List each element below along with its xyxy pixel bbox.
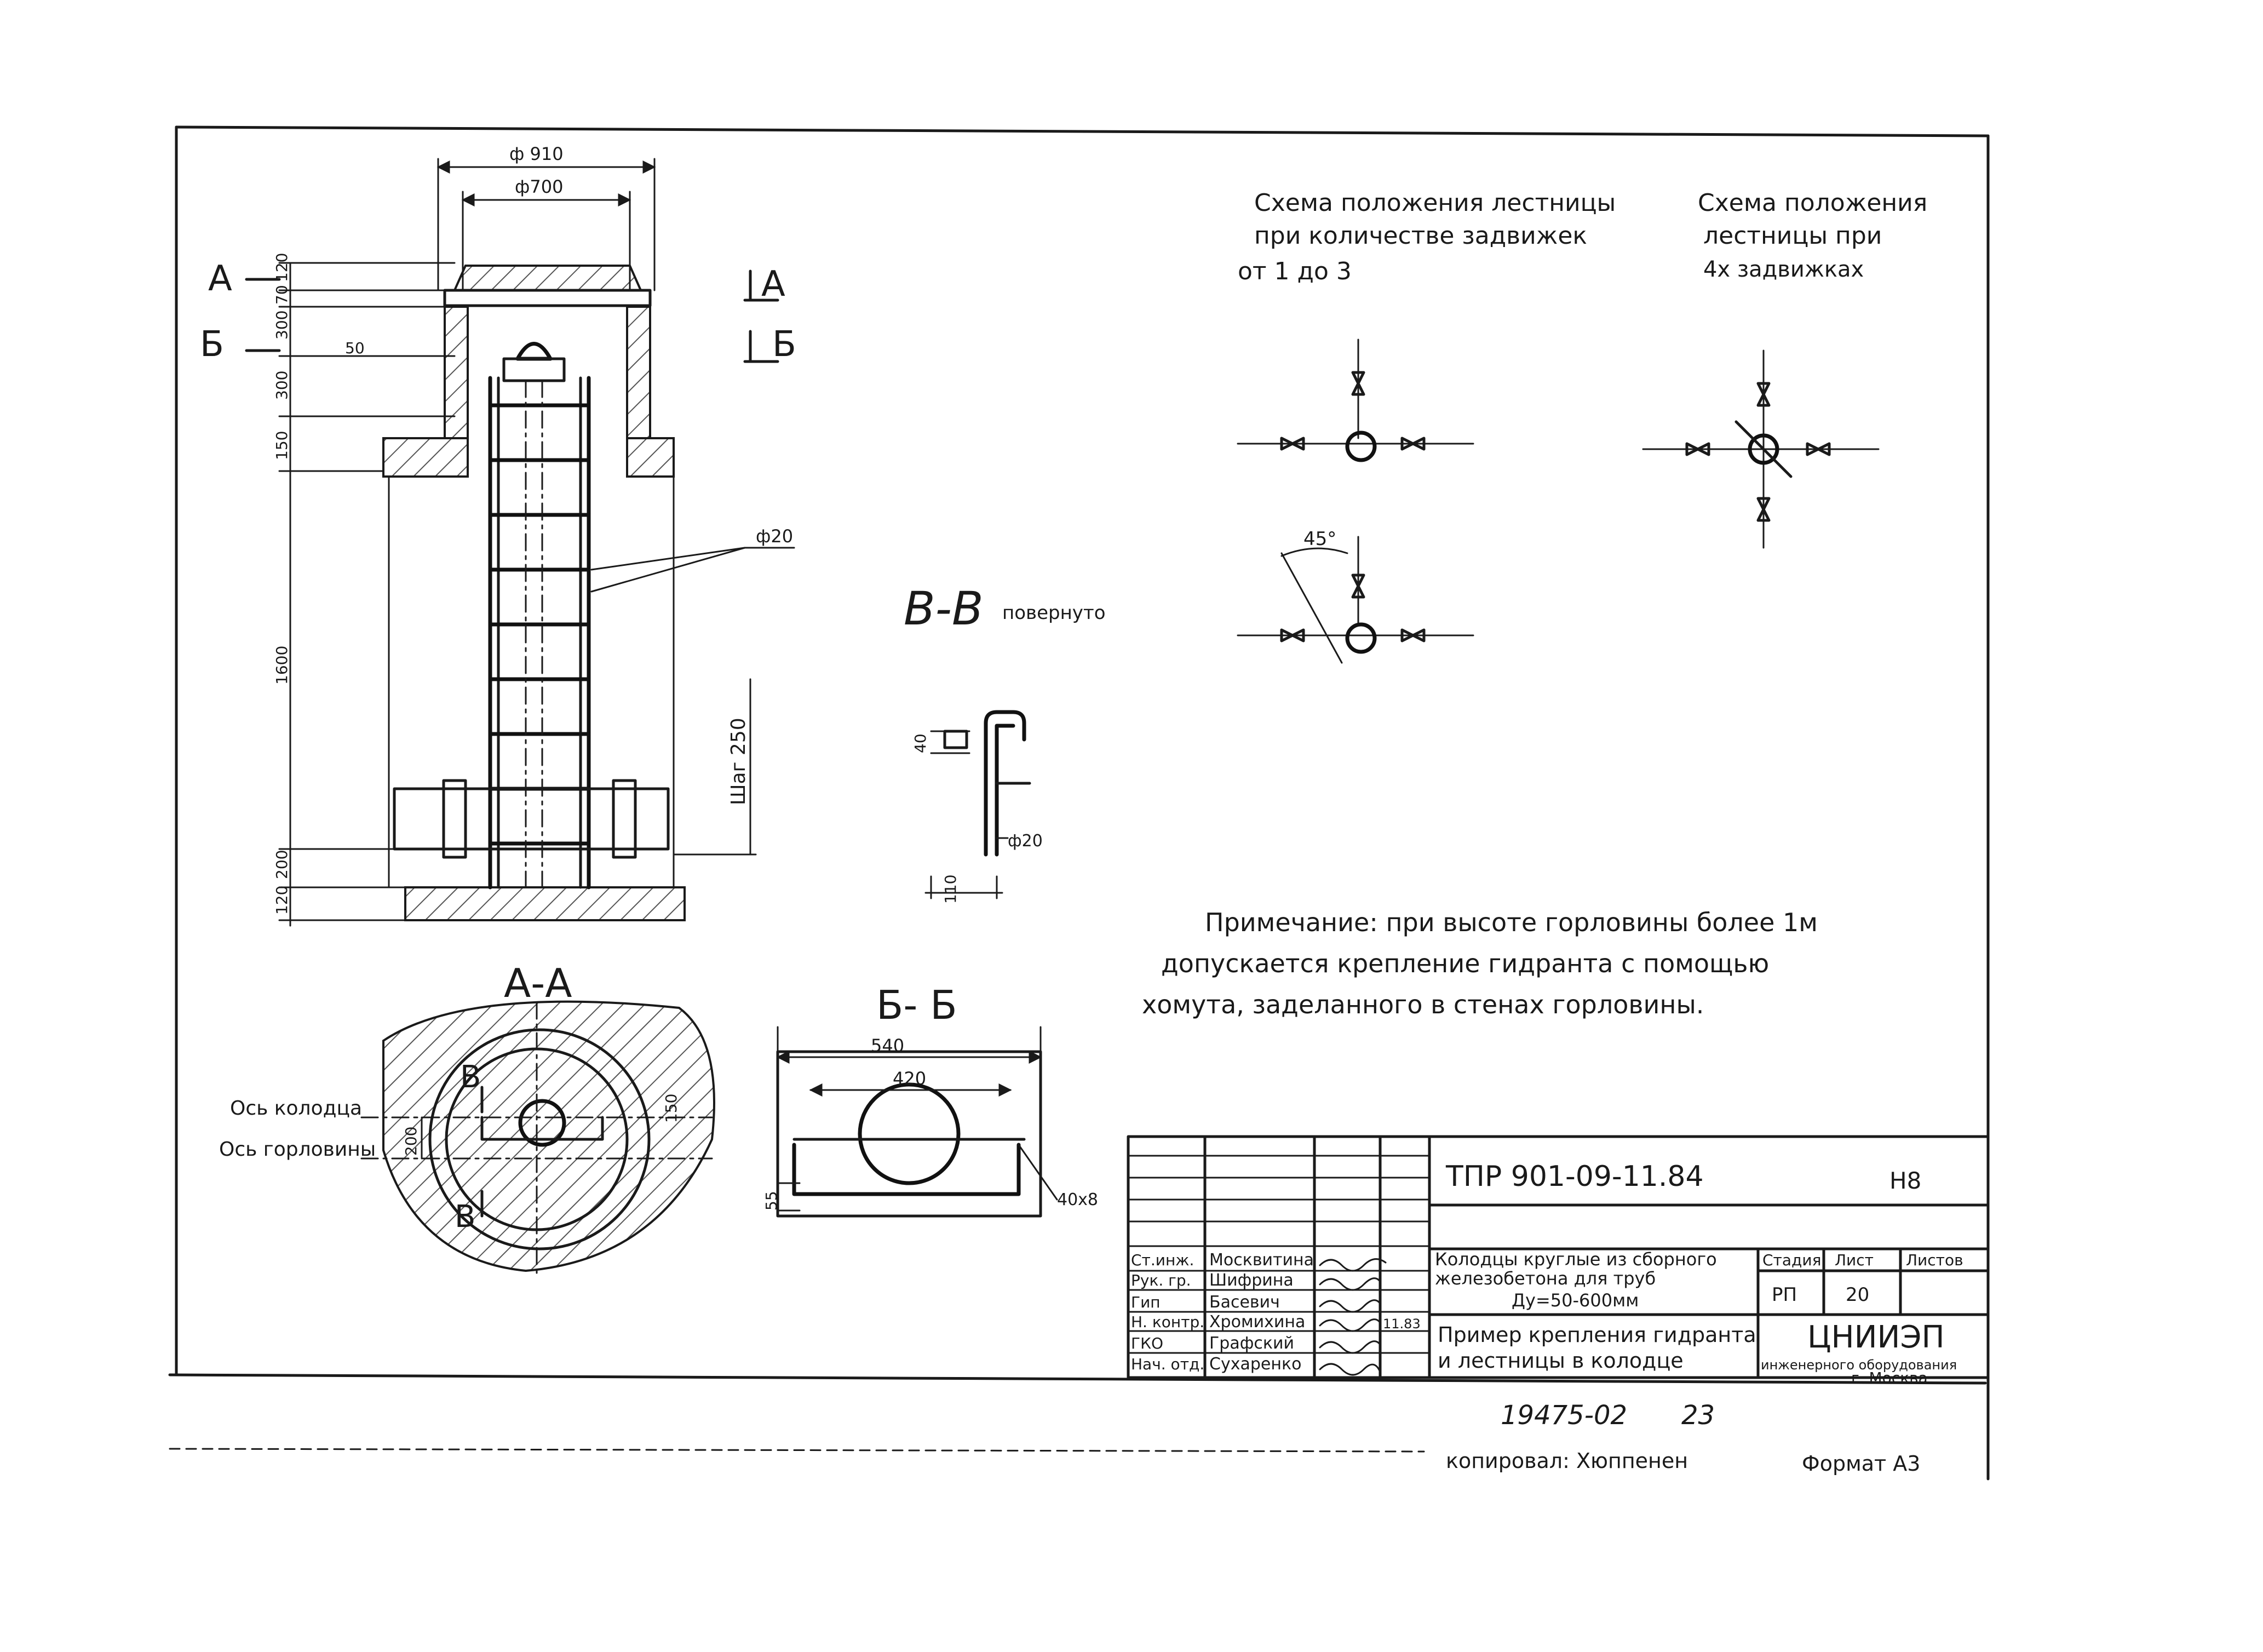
section-aa-dim-150: 150 [662, 1094, 680, 1123]
dim-300-b: 300 [273, 371, 291, 400]
title-block-roles: Ст.инж. Рук. гр. Гип Н. контр. ГКО Нач. … [1131, 1251, 1204, 1373]
approval-date: 11.83 [1383, 1316, 1421, 1332]
section-vv-rod: ф20 [1008, 831, 1043, 851]
org-city: г. Москва [1851, 1369, 1928, 1387]
role-5: Нач. отд. [1131, 1355, 1204, 1373]
scheme-angle: 45° [1303, 528, 1336, 550]
title-block [1127, 1135, 1990, 1379]
main-view-vertical-dims: 120 70 300 300 150 1600 200 120 [273, 253, 291, 915]
axis-well-label: Ось колодца [230, 1097, 362, 1120]
section-mark-b-right: Б [772, 324, 796, 365]
section-aa-mark-v-top: В [460, 1059, 481, 1095]
dim-50: 50 [345, 339, 365, 357]
archive-number: 19475-02 [1501, 1400, 1627, 1431]
section-aa [360, 1000, 715, 1277]
section-mark-a-right: А [761, 264, 785, 305]
scheme-4 [1642, 349, 1880, 549]
dim-300-a: 300 [273, 311, 291, 340]
name-4: Графский [1209, 1334, 1294, 1353]
slab-left [382, 437, 469, 478]
dim-outer-diameter: ф 910 [509, 144, 564, 164]
page-number: 23 [1681, 1400, 1715, 1431]
col-sheets: Листов [1906, 1251, 1963, 1269]
role-1: Рук. гр. [1131, 1271, 1191, 1289]
note-line-2: допускается крепление гидранта с помощью [1161, 949, 1769, 978]
section-mark-b-left: Б [200, 324, 224, 365]
section-bb-dim-420: 420 [893, 1068, 926, 1089]
dim-120-bottom: 120 [273, 886, 291, 915]
section-aa-mark-v-bottom: В [455, 1199, 475, 1235]
copied-by: копировал: Хюппенен [1446, 1449, 1688, 1473]
slab-right [626, 437, 675, 478]
note-line-1: Примечание: при высоте горловины более 1… [1205, 908, 1818, 937]
scheme-right-line1: Схема положения [1698, 189, 1927, 217]
section-vv-dim-110: 110 [941, 875, 960, 904]
section-vv-title: В-В [904, 582, 984, 635]
scheme-left-line2: при количестве задвижек [1254, 222, 1587, 250]
section-bb-dim-55: 55 [762, 1191, 780, 1211]
project-title-1: Колодцы круглые из сборного [1435, 1249, 1717, 1270]
dim-70: 70 [273, 285, 291, 305]
name-2: Басевич [1209, 1293, 1280, 1312]
dim-1600: 1600 [273, 646, 291, 685]
role-0: Ст.инж. [1131, 1251, 1194, 1269]
note-line-3: хомута, заделанного в стенах горловины. [1142, 990, 1704, 1019]
dim-150: 150 [273, 431, 291, 460]
doc-code: ТПР 901-09-11.84 [1445, 1160, 1704, 1193]
section-bb [776, 1026, 1058, 1218]
sheet-mark: Н8 [1889, 1167, 1921, 1194]
manhole-cover [452, 265, 643, 291]
step-label: Шаг 250 [727, 718, 750, 805]
bottom-slab [404, 886, 686, 921]
scheme-left-line3: от 1 до 3 [1238, 257, 1352, 285]
role-4: ГКО [1131, 1334, 1163, 1352]
section-vv [924, 710, 1031, 899]
col-stage: Стадия [1762, 1251, 1821, 1269]
col-sheet: Лист [1835, 1251, 1874, 1269]
dim-120-top: 120 [273, 253, 291, 282]
org-division: инженерного оборудования [1761, 1357, 1957, 1373]
role-2: Гип [1131, 1293, 1161, 1311]
name-3: Хромихина [1209, 1312, 1305, 1332]
scheme-left-line1: Схема положения лестницы [1254, 189, 1616, 217]
name-1: Шифрина [1209, 1271, 1294, 1290]
format-label: Формат А3 [1802, 1452, 1920, 1476]
ladder-rungs [488, 403, 591, 846]
section-vv-note: повернуто [1002, 602, 1106, 624]
project-title-2: железобетона для труб [1435, 1268, 1656, 1289]
scheme-right-line2: лестницы при [1703, 222, 1882, 250]
pipe [393, 787, 670, 851]
rod-diameter-label: ф20 [756, 526, 793, 547]
scheme-right-line3: 4х задвижках [1703, 257, 1864, 282]
project-title-3: Ду=50-600мм [1512, 1290, 1639, 1311]
sheet-value: 20 [1846, 1284, 1869, 1306]
main-elevation-view [245, 158, 795, 927]
scheme-1-to-3 [1237, 339, 1474, 664]
section-bb-title: Б- Б [876, 982, 957, 1028]
title-block-names: Москвитина Шифрина Басевич Хромихина Гра… [1209, 1251, 1314, 1374]
role-3: Н. контр. [1131, 1313, 1204, 1331]
section-bb-dim-40x8: 40х8 [1057, 1190, 1098, 1209]
axis-neck-label: Ось горловины [219, 1138, 376, 1161]
section-vv-dim-40: 40 [911, 733, 929, 753]
org-name: ЦНИИЭП [1807, 1320, 1945, 1355]
stage-value: РП [1772, 1284, 1797, 1306]
name-0: Москвитина [1209, 1251, 1314, 1270]
section-aa-title: А-А [504, 960, 572, 1006]
name-5: Сухаренко [1209, 1355, 1301, 1374]
sheet-title-2: и лестницы в колодце [1438, 1349, 1684, 1373]
aa-hatched-ring [382, 1000, 715, 1272]
sheet-title-1: Пример крепления гидранта [1438, 1323, 1756, 1347]
dim-inner-diameter: ф700 [515, 176, 563, 197]
section-mark-a-left: А [208, 259, 232, 299]
hydrant-head [515, 342, 553, 361]
dim-200: 200 [273, 850, 291, 879]
section-aa-dim-200: 200 [402, 1127, 420, 1156]
section-bb-dim-540: 540 [871, 1035, 904, 1056]
